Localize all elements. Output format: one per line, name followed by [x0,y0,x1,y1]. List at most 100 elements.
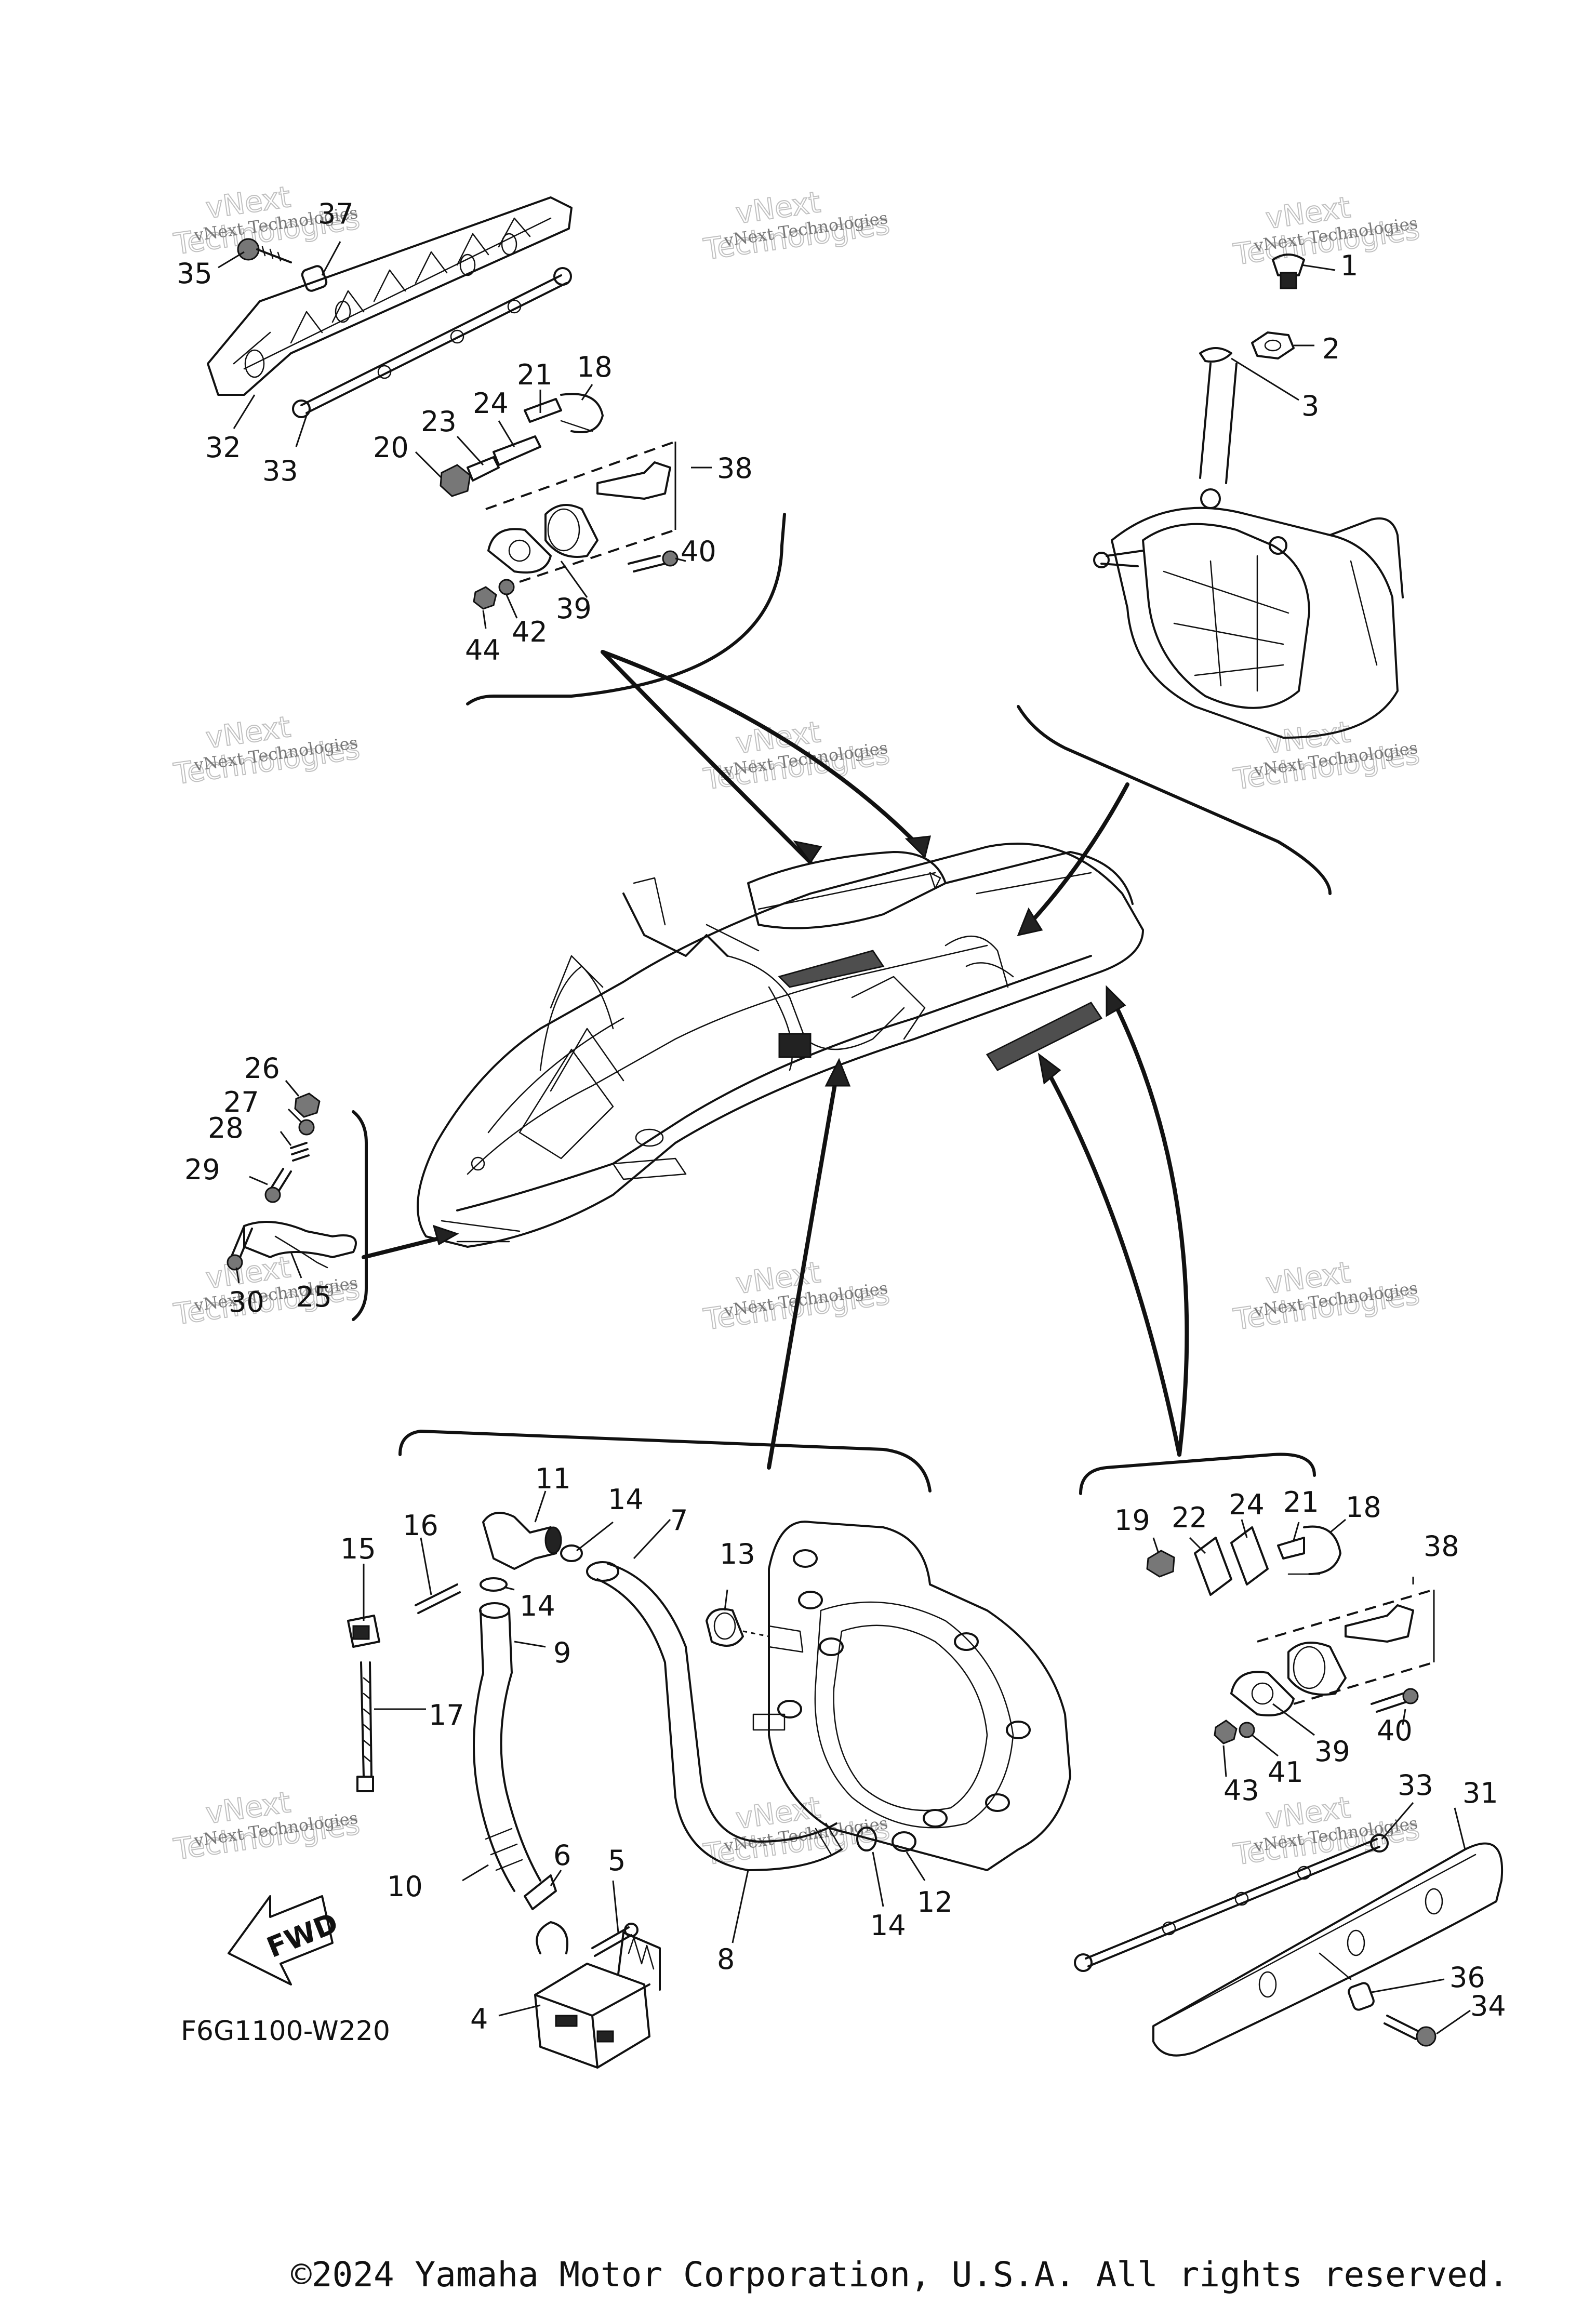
callout-43: 43 [1223,1774,1259,1807]
callout-35: 35 [177,257,212,290]
callout-34: 34 [1470,1990,1506,2022]
callout-9: 9 [553,1636,571,1669]
bolt-34-part [1384,2015,1419,2040]
collar-36-part [1348,1982,1375,2011]
plate-23-part [467,456,500,482]
callout-26: 26 [244,1052,280,1085]
callout-18: 18 [577,351,613,383]
callout-21: 21 [517,358,553,391]
diagram-code: F6G1100-W220 [181,2016,390,2047]
callout-15: 15 [340,1533,376,1565]
tie-17-part [360,1661,373,1778]
sponson-rod-part [1085,1838,1380,1967]
callout-33: 33 [262,455,298,487]
plate-21-part [1277,1537,1305,1560]
front-bracket-assembly [227,1080,368,1321]
fitting-1-part [1272,254,1305,276]
callout-38: 38 [717,452,753,485]
drain-plug-part [596,461,671,500]
nut-2-part [1251,331,1295,359]
pin-5-part [591,1926,632,1957]
callout-7: 7 [670,1504,688,1537]
callout-13: 13 [720,1538,755,1570]
plate-24-part [493,435,541,466]
callout-25: 25 [296,1281,332,1313]
callout-29: 29 [184,1153,220,1186]
callout-17: 17 [429,1699,464,1731]
callout-22: 22 [1172,1501,1207,1534]
callout-32: 32 [205,431,241,464]
copyright-notice: ©2024 Yamaha Motor Corporation, U.S.A. A… [291,2255,1509,2295]
callout-28: 28 [208,1112,244,1144]
callout-27: 27 [223,1086,259,1118]
gasket-39-part [1230,1671,1295,1716]
bolt-35-part [237,238,292,263]
plate-21-part [524,398,562,423]
bolt-29-part [269,1168,292,1193]
clamp-14-part [480,1577,508,1592]
plate-24-part [1230,1526,1269,1585]
callout-33: 33 [1398,1769,1433,1802]
catch-can-4-part [534,1963,650,2069]
callout-4: 4 [470,2003,488,2035]
callout-21: 21 [1283,1486,1319,1518]
elbow-11-part [482,1512,557,1570]
callout-16: 16 [403,1509,438,1542]
hose-assembly [347,1429,1071,2069]
callout-14: 14 [870,1909,906,1942]
callout-19: 19 [1114,1504,1150,1537]
callout-44: 44 [465,634,501,667]
nut-43-part [1214,1720,1238,1744]
engine-plate-part [768,1521,1071,1871]
callout-14: 14 [520,1590,555,1622]
screw-40-part [1371,1693,1409,1713]
hose-10-part [473,1609,541,1892]
callout-14: 14 [608,1483,644,1516]
drain-plug-part [1345,1604,1414,1643]
watermark: vNext Technologies vNext Technologies [171,710,362,792]
clamp-6-part [524,1874,557,1910]
drain-housing-part [1287,1642,1347,1696]
clamp-3-part [1199,347,1232,363]
callout-6: 6 [553,1839,571,1872]
watercraft-hull [362,650,1189,1470]
right-sponson-assembly [1074,1453,1504,2057]
callout-labels: 37 35 32 33 20 23 24 21 18 38 40 39 42 4… [177,197,1506,2035]
screw-30-part [230,1225,253,1261]
drain-housing-part [544,504,598,558]
callout-39: 39 [556,592,592,625]
callout-39: 39 [1314,1735,1350,1768]
watermark: vNext Technologies vNext Technologies [701,185,892,267]
callout-24: 24 [1229,1488,1265,1521]
callout-40: 40 [1377,1714,1413,1747]
callout-12: 12 [917,1886,953,1918]
clip-15-part [347,1615,380,1648]
watermark-group: vNext Technologies vNext Technologies vN… [171,180,1422,1872]
washer-41-part [1239,1722,1255,1738]
bracket-25-part [243,1221,357,1258]
nut-20-part [440,464,471,497]
callout-38: 38 [1424,1530,1459,1563]
ubolt-18-part [1303,1525,1341,1575]
callout-11: 11 [535,1462,571,1495]
watermark: vNext Technologies vNext Technologies [171,1785,362,1867]
callout-30: 30 [229,1286,264,1318]
callout-24: 24 [473,387,509,420]
callout-2: 2 [1322,332,1340,365]
left-sponson-assembly [207,196,786,705]
nut-19-part [1146,1550,1175,1578]
callout-18: 18 [1346,1491,1381,1524]
clamp-14-part [560,1544,583,1562]
clamp-12-part [892,1831,916,1852]
callout-42: 42 [512,616,548,648]
fwd-arrow-icon: FWD [228,1895,342,1986]
sponson-left-part [207,196,573,396]
sponson-rod-part [300,274,567,414]
watermark: vNext Technologies vNext Technologies [1231,715,1422,797]
spring-28-part [290,1142,310,1162]
callout-31: 31 [1462,1777,1498,1809]
nut-26-part [294,1092,321,1118]
callout-10: 10 [387,1870,423,1903]
clamp-14-part [856,1827,877,1851]
jet-pump-assembly [1017,254,1404,895]
